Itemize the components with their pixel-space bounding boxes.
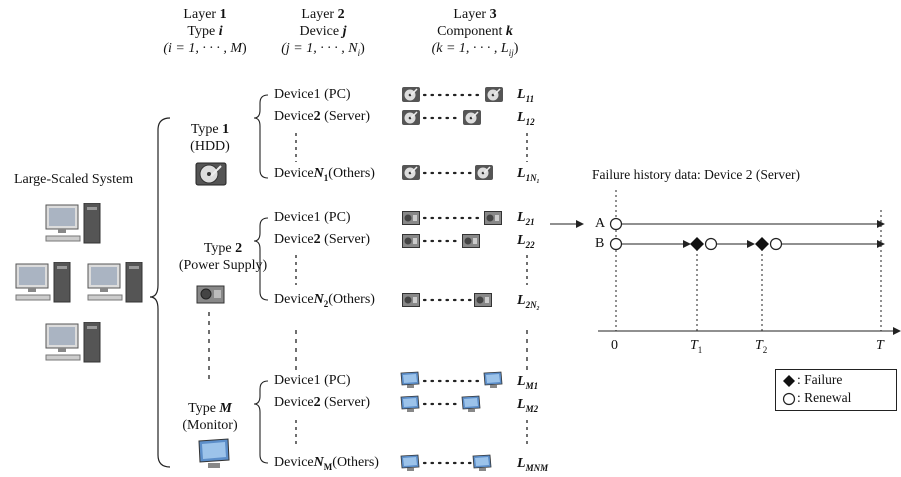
computer-icon: [14, 261, 74, 313]
failure-icon: [782, 374, 796, 393]
tick-label: T1: [690, 338, 703, 355]
component-count-label: LM1: [517, 374, 539, 391]
monitor-icon: [483, 371, 503, 389]
component-count-label: L21: [517, 210, 535, 227]
component-count-label: L12: [517, 110, 535, 127]
tick-label: 0: [611, 338, 618, 353]
hdd-icon: [474, 164, 494, 181]
device-label: Device2 (Server): [274, 395, 371, 410]
type-2-label: Type 2 (Power Supply): [178, 241, 268, 273]
monitor-icon: [400, 454, 420, 472]
hdd-icon: [195, 159, 229, 194]
component-count-label: L1N₁: [517, 166, 540, 183]
component-count-label: L2N₂: [517, 293, 540, 310]
device-label: Device1 (PC): [274, 373, 351, 388]
device-label: DeviceN1(Others): [274, 166, 375, 183]
monitor-icon: [461, 395, 481, 413]
layer3-header: Layer 3 Component k (k = 1, · · · , Lij): [431, 7, 519, 58]
tick-label: T: [876, 338, 884, 353]
layer1-header: Layer 1 Type i (i = 1, · · · , M): [163, 7, 247, 56]
layer2-header: Layer 2 Device j (j = 1, · · · , Ni): [281, 7, 365, 58]
computer-icon: [44, 321, 104, 373]
row-label-b: B: [595, 236, 605, 251]
renewal-icon: [782, 392, 796, 411]
monitor-icon: [472, 454, 492, 472]
row-label-a: A: [595, 216, 606, 231]
hdd-icon: [401, 86, 421, 103]
power-supply-icon: [402, 234, 420, 248]
monitor-icon: [400, 371, 420, 389]
type-1-label: Type 1 (HDD): [190, 122, 230, 154]
power-supply-icon: [402, 211, 420, 225]
device-label: DeviceN2(Others): [274, 292, 375, 309]
power-supply-icon: [402, 293, 420, 307]
device-label: DeviceNM(Others): [274, 455, 379, 472]
monitor-icon: [196, 438, 232, 475]
legend-renewal-label: : Renewal: [797, 390, 852, 405]
computer-icon: [44, 202, 104, 254]
device-label: Device1 (PC): [274, 210, 351, 225]
power-supply-icon: [462, 234, 480, 248]
hdd-icon: [484, 86, 504, 103]
system-label: Large-Scaled System: [14, 172, 134, 187]
power-supply-icon: [474, 293, 492, 307]
component-count-label: LMNM: [517, 456, 549, 473]
monitor-icon: [400, 395, 420, 413]
device-label: Device2 (Server): [274, 109, 371, 124]
component-count-label: LM2: [517, 397, 539, 414]
power-supply-icon: [484, 211, 502, 225]
device-label: Device1 (PC): [274, 87, 351, 102]
component-count-label: L11: [517, 87, 535, 104]
legend: : Failure : Renewal: [775, 369, 897, 411]
hdd-icon: [401, 109, 421, 126]
component-count-label: L22: [517, 233, 535, 250]
timeline-title: Failure history data: Device 2 (Server): [592, 167, 801, 182]
type-m-label: Type M (Monitor): [182, 401, 238, 433]
device-label: Device2 (Server): [274, 232, 371, 247]
hdd-icon: [462, 109, 482, 126]
computer-icon: [86, 261, 146, 313]
hdd-icon: [401, 164, 421, 181]
power-supply-icon: [196, 283, 226, 310]
tick-label: T2: [755, 338, 768, 355]
legend-failure-label: : Failure: [797, 372, 843, 387]
